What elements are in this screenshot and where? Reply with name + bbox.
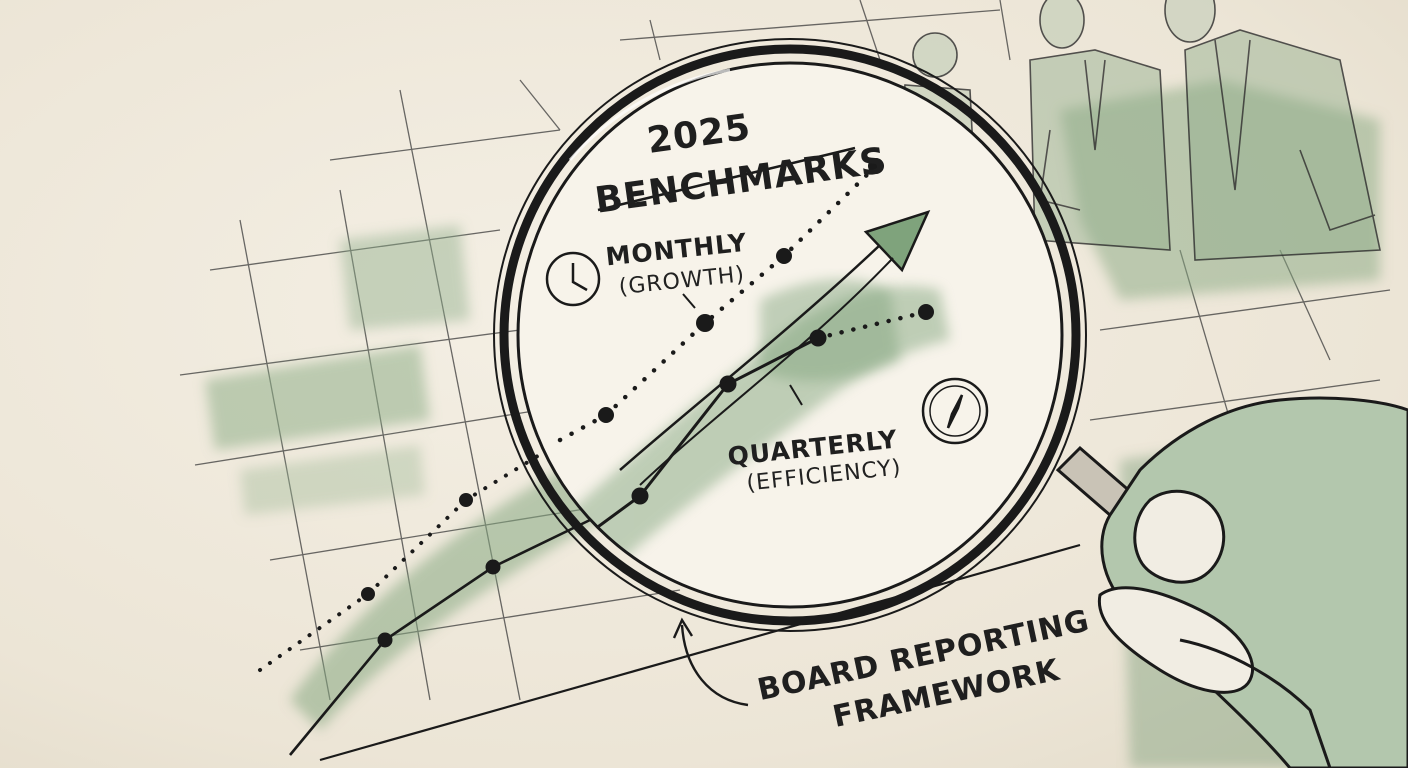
quarterly-solid-line-outside (288, 518, 591, 756)
magnifying-glass-icon (493, 38, 1087, 632)
arrow-up-icon (619, 209, 931, 486)
compass-icon (921, 377, 989, 445)
background-grid (179, 0, 1391, 701)
hand-illustration (1097, 396, 1408, 768)
quarterly-solid-line-lens (579, 336, 819, 542)
chart-points-lens (598, 158, 934, 505)
sketched-executives (894, 0, 1381, 261)
chart-points-outside (361, 493, 501, 648)
footer-pointer-arrow (672, 617, 749, 707)
clock-icon (545, 251, 601, 307)
